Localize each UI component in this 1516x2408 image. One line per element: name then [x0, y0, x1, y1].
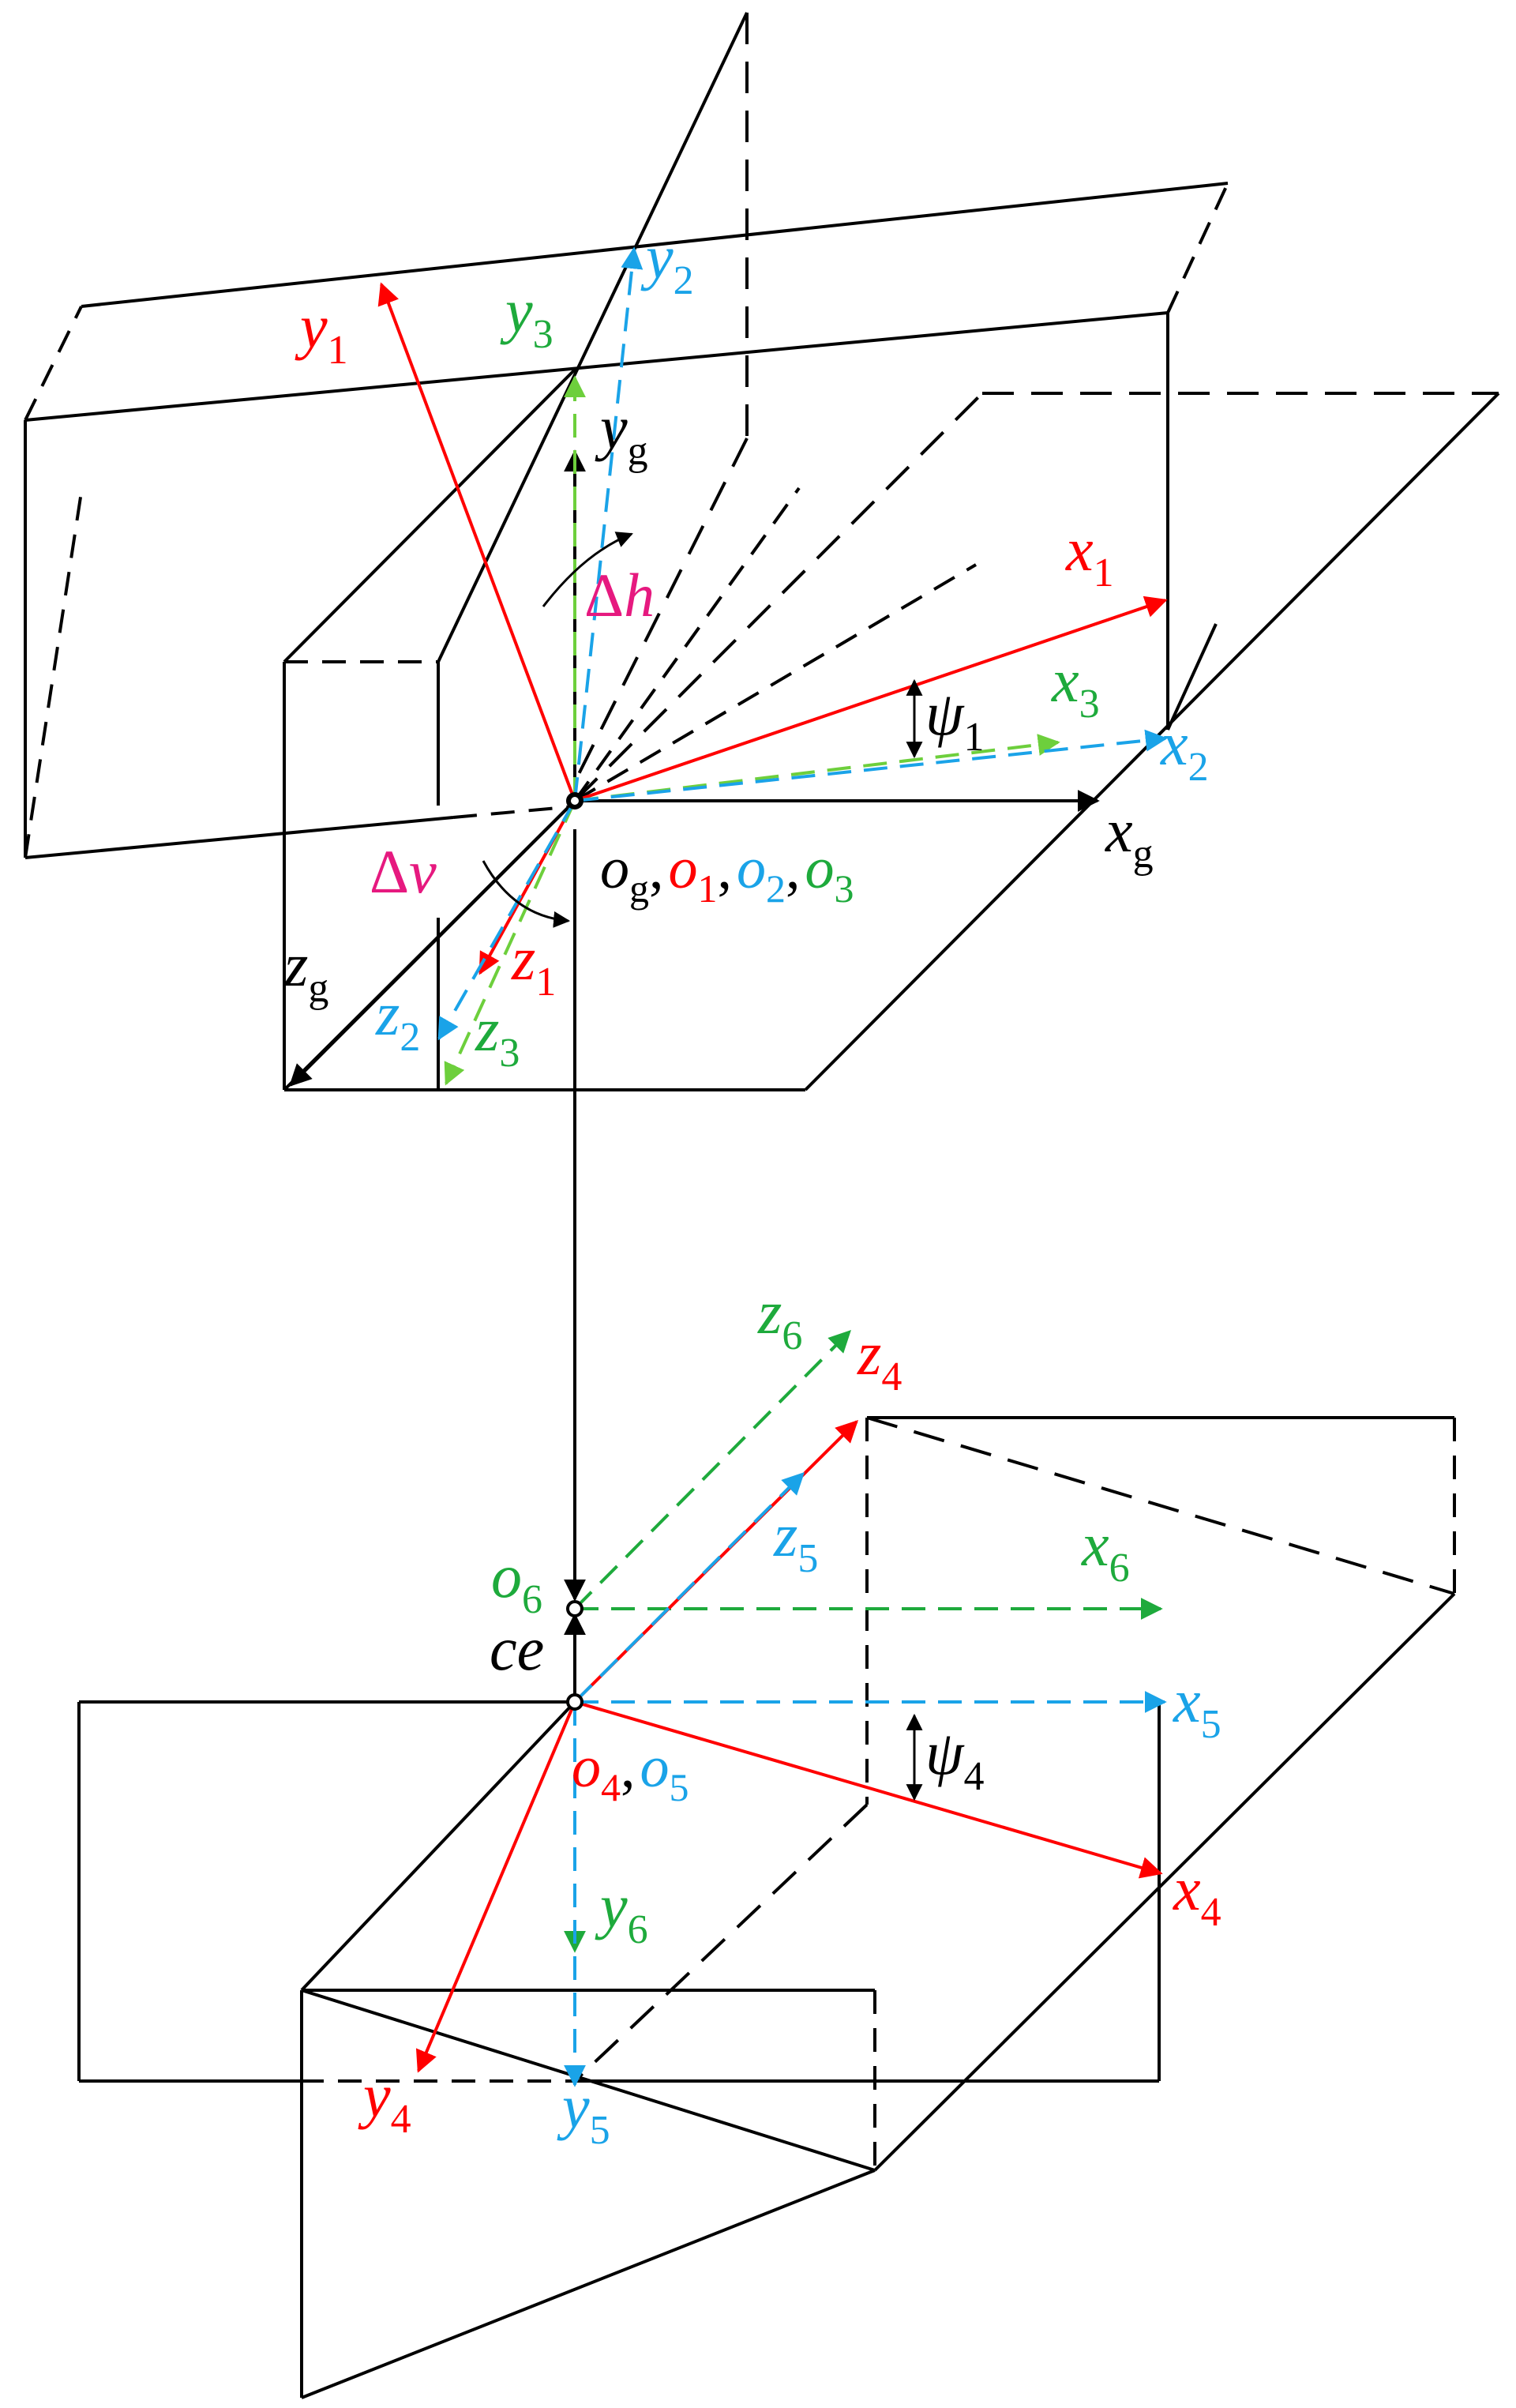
lower-axes	[415, 1330, 1167, 2087]
x1-axis	[574, 595, 1168, 802]
y1-axis	[377, 282, 576, 802]
label-upper-origins: og,o1,o2,o3	[600, 836, 854, 911]
label-psi4: ψ4	[925, 1719, 984, 1799]
label-z1: z1	[511, 924, 556, 1005]
label-x1: x1	[1065, 515, 1114, 595]
label-delta-h: Δh	[584, 561, 655, 629]
y4-axis	[415, 1701, 576, 2073]
rotation-indicators	[482, 532, 923, 928]
label-x2: x2	[1160, 709, 1209, 790]
z1-axis	[478, 800, 576, 975]
label-o6: o6	[491, 1542, 542, 1622]
label-delta-v: Δv	[370, 837, 437, 906]
upper-axes	[289, 246, 1168, 1087]
z6-axis	[573, 1330, 851, 1610]
label-y5: y5	[557, 2072, 610, 2153]
lower-planes	[77, 1416, 1456, 2399]
upper-planes	[24, 12, 1500, 1091]
label-yg: yg	[595, 393, 648, 474]
label-y2: y2	[640, 223, 694, 303]
label-z2: z2	[375, 979, 420, 1060]
label-x6: x6	[1081, 1510, 1130, 1591]
upper-labels: y1 y3 y2 yg Δh x1 ψ1 x3 x2 xg Δv og,o1,o…	[283, 223, 1209, 1076]
label-z5: z5	[773, 1501, 818, 1581]
label-y1: y1	[295, 292, 348, 373]
label-xg: xg	[1105, 796, 1154, 877]
label-z3: z3	[475, 995, 520, 1076]
lower-labels: z6 z4 z5 x6 o6 ce x5 ψ4 o4,o5 x4 y6 y4 y…	[358, 1278, 1221, 2153]
x4-axis	[574, 1700, 1163, 1879]
label-zg: zg	[283, 930, 328, 1011]
label-x4: x4	[1173, 1854, 1221, 1935]
o6-origin-point	[566, 1600, 584, 1617]
label-ce: ce	[490, 1614, 544, 1683]
lower-origin-point	[566, 1693, 584, 1711]
label-y6: y6	[595, 1872, 648, 1952]
z2-axis	[437, 800, 576, 1041]
zg-axis	[289, 799, 576, 1087]
z3-axis	[444, 800, 576, 1086]
z5-axis	[573, 1472, 805, 1704]
label-x5: x5	[1173, 1666, 1221, 1747]
label-y3: y3	[500, 276, 553, 357]
x2-axis	[574, 729, 1168, 802]
label-y4: y4	[358, 2061, 411, 2142]
label-z6: z6	[757, 1278, 802, 1358]
label-z4: z4	[857, 1319, 902, 1399]
y2-axis	[573, 246, 644, 802]
label-psi1: ψ1	[925, 679, 984, 760]
label-x3: x3	[1051, 646, 1100, 727]
label-lower-origins: o4,o5	[572, 1735, 689, 1809]
